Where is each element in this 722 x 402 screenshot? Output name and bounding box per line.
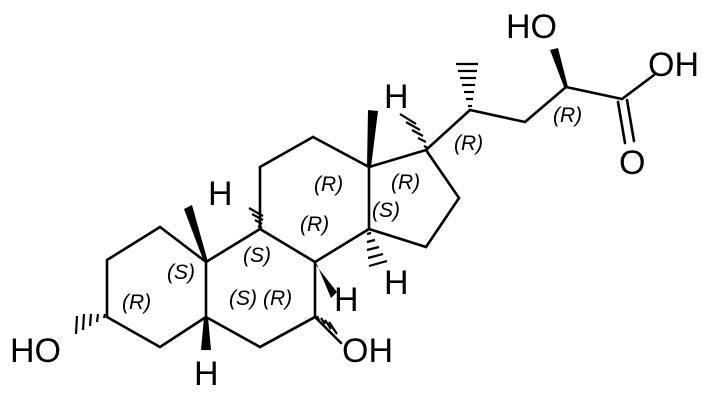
wedge-c8-h [315,260,337,298]
wedge-c24-oh [550,48,568,87]
wedge-c13-methyl [367,110,378,167]
ho-c3-label: HO [10,332,61,370]
substituent-bonds [258,315,343,349]
hash-bonds [74,62,478,335]
h-c17-label: H [384,78,409,116]
stereo-c20: (R) [454,132,483,155]
ring-a [105,225,208,349]
stereo-c23: (R) [553,104,582,127]
stereo-c3: (R) [122,291,151,314]
ring-c [258,135,371,264]
h-c9-label: H [208,175,233,213]
stereo-labels: (R) (R) (R) (R) (S) (R) (S) (S) (R) (S) … [122,104,582,314]
oh-acid-label: OH [648,46,699,84]
stereo-c10: (S) [167,261,195,284]
oh-top-label: HO [506,8,557,46]
stereo-c8: (R) [300,213,329,236]
stereo-c17: (R) [391,171,420,194]
wedge-c5-h [201,317,211,350]
stereo-c14: (S) [372,199,400,222]
ring-d [367,148,461,249]
h-c14-label: H [384,264,409,302]
oh-c7-label: OH [342,332,393,370]
carbonyl-o-label: O [619,144,645,182]
h-c5-label: H [194,355,219,393]
atom-labels: HO OH O H H H H H HO OH [10,8,699,393]
wedge-bonds [184,48,568,350]
stereo-c5: (S) [229,287,257,310]
h-c8-label: H [334,281,359,319]
stereo-c9: (S) [243,244,271,267]
wedge-c10-methyl [184,205,208,262]
side-chain [424,73,656,152]
stereo-c13: (R) [314,173,343,196]
stereo-c6: (R) [263,287,292,310]
